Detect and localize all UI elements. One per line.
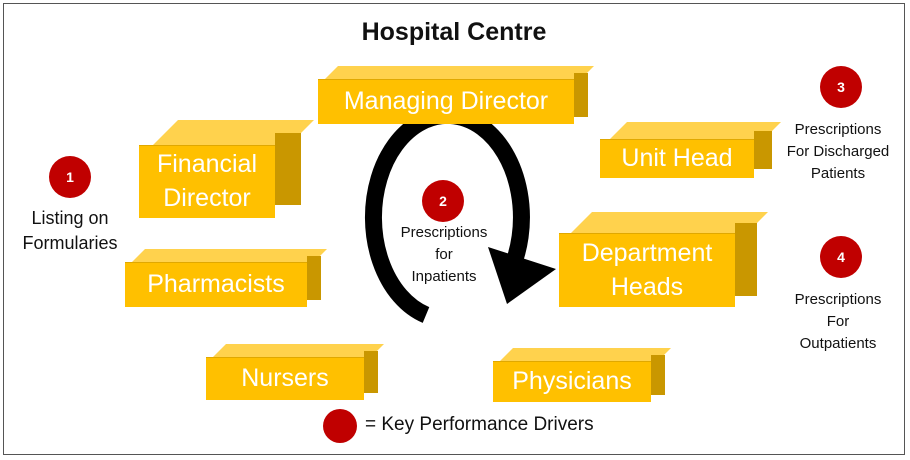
driver-label-4-line1: Prescriptions <box>794 291 882 308</box>
driver-label-3-line3: Patients <box>810 165 866 182</box>
driver-badge-4: 4 <box>820 236 862 278</box>
diagram-title: Hospital Centre <box>361 18 547 46</box>
department-heads-label-line1: Department <box>581 238 713 267</box>
driver-label-1-line1: Listing on <box>31 208 109 228</box>
financial-director-label-line2: Director <box>163 184 251 212</box>
pharmacists-label: Pharmacists <box>147 270 285 299</box>
legend-label: = Key Performance Drivers <box>365 414 594 435</box>
unit-head-label: Unit Head <box>621 144 733 173</box>
driver-label-4-line2: For <box>826 313 850 330</box>
nursers-label: Nursers <box>241 364 329 393</box>
managing-director-box: Managing Director <box>318 66 594 124</box>
driver-label-3-line2: For Discharged <box>786 143 890 160</box>
driver-label-2: Prescriptions for Inpatients <box>384 222 504 288</box>
driver-badge-3: 3 <box>820 66 862 108</box>
nursers-box: Nursers <box>206 344 384 400</box>
driver-label-1-line2: Formularies <box>22 233 118 253</box>
driver-label-3-line1: Prescriptions <box>794 121 882 138</box>
driver-label-4: Prescriptions For Outpatients <box>774 289 902 355</box>
driver-label-1: Listing on Formularies <box>10 206 130 256</box>
financial-director-box: Financial Director <box>139 120 314 218</box>
driver-label-2-line1: Prescriptions <box>400 224 488 241</box>
managing-director-label: Managing Director <box>343 87 549 116</box>
driver-label-2-line2: for <box>435 246 453 263</box>
driver-badge-2: 2 <box>422 180 464 222</box>
driver-badge-1: 1 <box>49 156 91 198</box>
department-heads-box: Department Heads <box>559 212 768 307</box>
diagram-frame: Hospital Centre Managing Director Financ… <box>3 3 905 455</box>
driver-label-2-line3: Inpatients <box>411 268 477 285</box>
driver-label-4-line3: Outpatients <box>799 335 877 352</box>
department-heads-label-line2: Heads <box>610 272 684 301</box>
physicians-label: Physicians <box>512 367 632 396</box>
financial-director-label-line1: Financial <box>156 150 258 179</box>
unit-head-box: Unit Head <box>600 122 781 178</box>
driver-label-3: Prescriptions For Discharged Patients <box>774 119 902 185</box>
legend-dot-icon <box>323 409 357 443</box>
physicians-box: Physicians <box>493 348 671 402</box>
pharmacists-box: Pharmacists <box>125 249 327 307</box>
